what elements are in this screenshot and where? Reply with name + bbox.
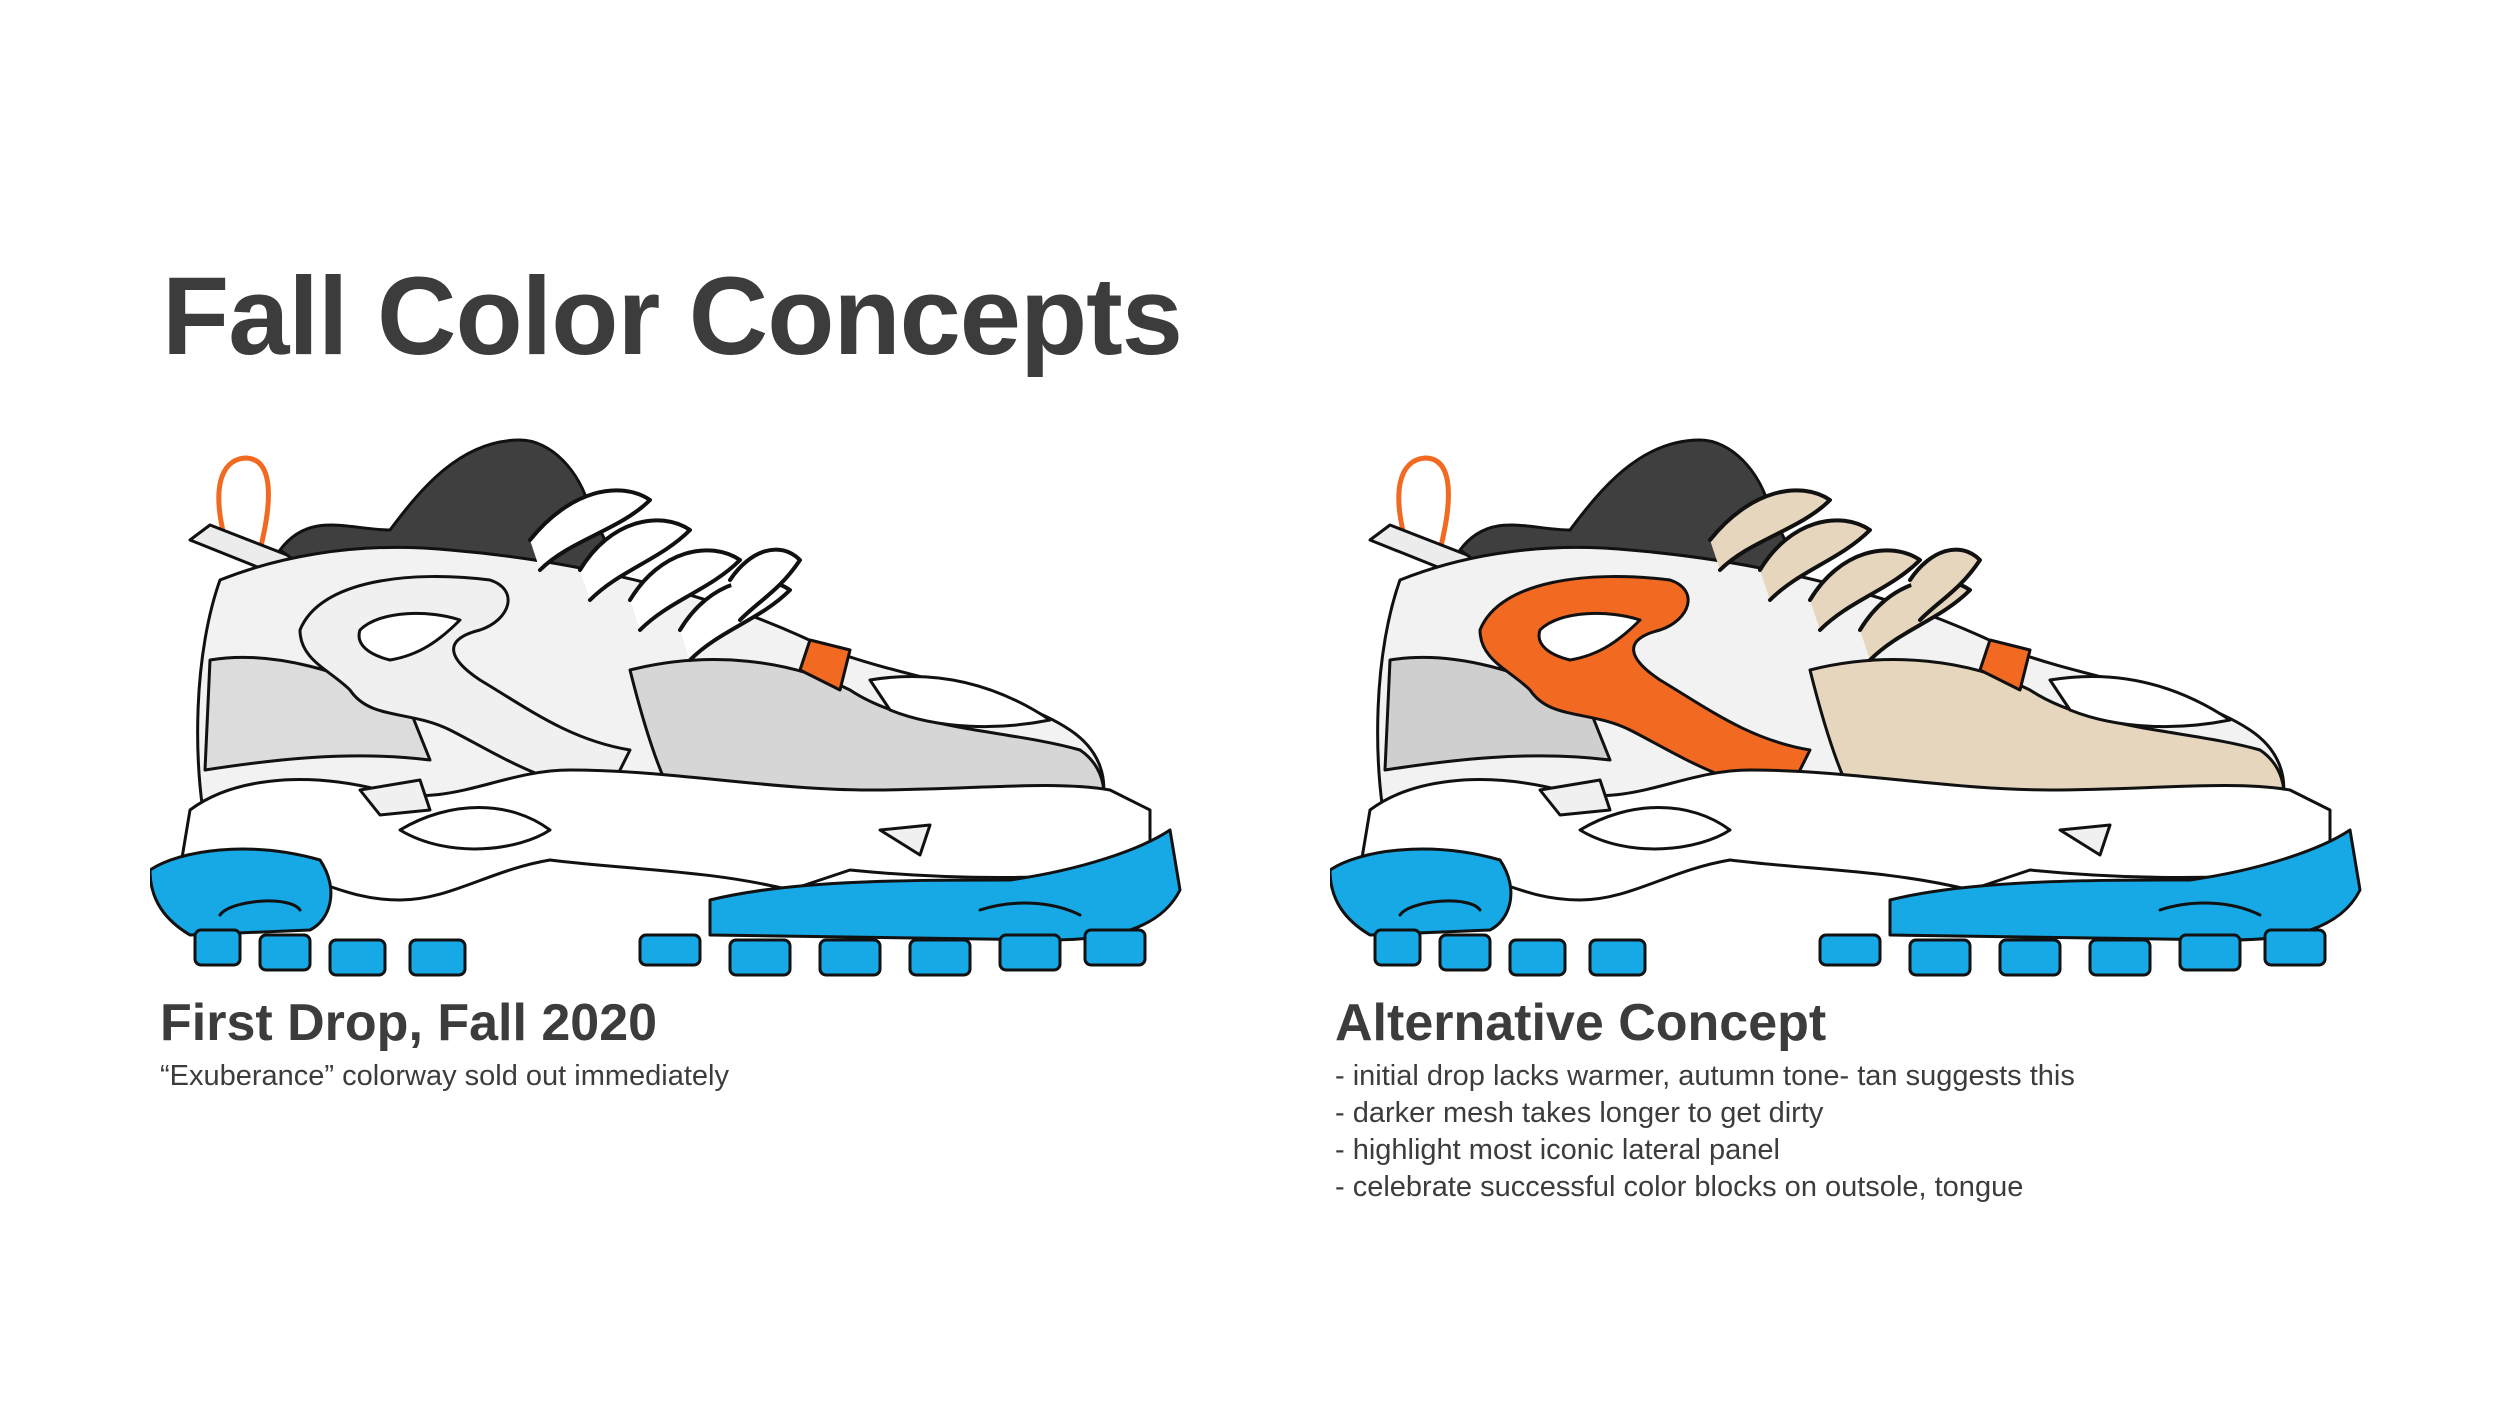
concept-heading: First Drop, Fall 2020 xyxy=(160,994,658,1052)
concept-note: - darker mesh takes longer to get dirty xyxy=(1335,1097,1824,1130)
concept-note: - celebrate successful color blocks on o… xyxy=(1335,1171,2024,1204)
concept-note: - highlight most iconic lateral panel xyxy=(1335,1134,1780,1167)
concept-heading: Alternative Concept xyxy=(1335,994,1827,1052)
shoe-illustration-first-drop xyxy=(150,430,1190,990)
concept-note: “Exuberance” colorway sold out immediate… xyxy=(160,1060,729,1093)
concept-notes-list: - initial drop lacks warmer, autumn tone… xyxy=(1335,1058,2075,1206)
concept-note: - initial drop lacks warmer, autumn tone… xyxy=(1335,1060,2075,1093)
shoe-illustration-alternative xyxy=(1330,430,2370,990)
concept-first-drop: First Drop, Fall 2020 “Exuberance” color… xyxy=(160,994,729,1095)
concept-alternative: Alternative Concept - initial drop lacks… xyxy=(1335,994,2075,1206)
page-title: Fall Color Concepts xyxy=(162,255,1183,378)
